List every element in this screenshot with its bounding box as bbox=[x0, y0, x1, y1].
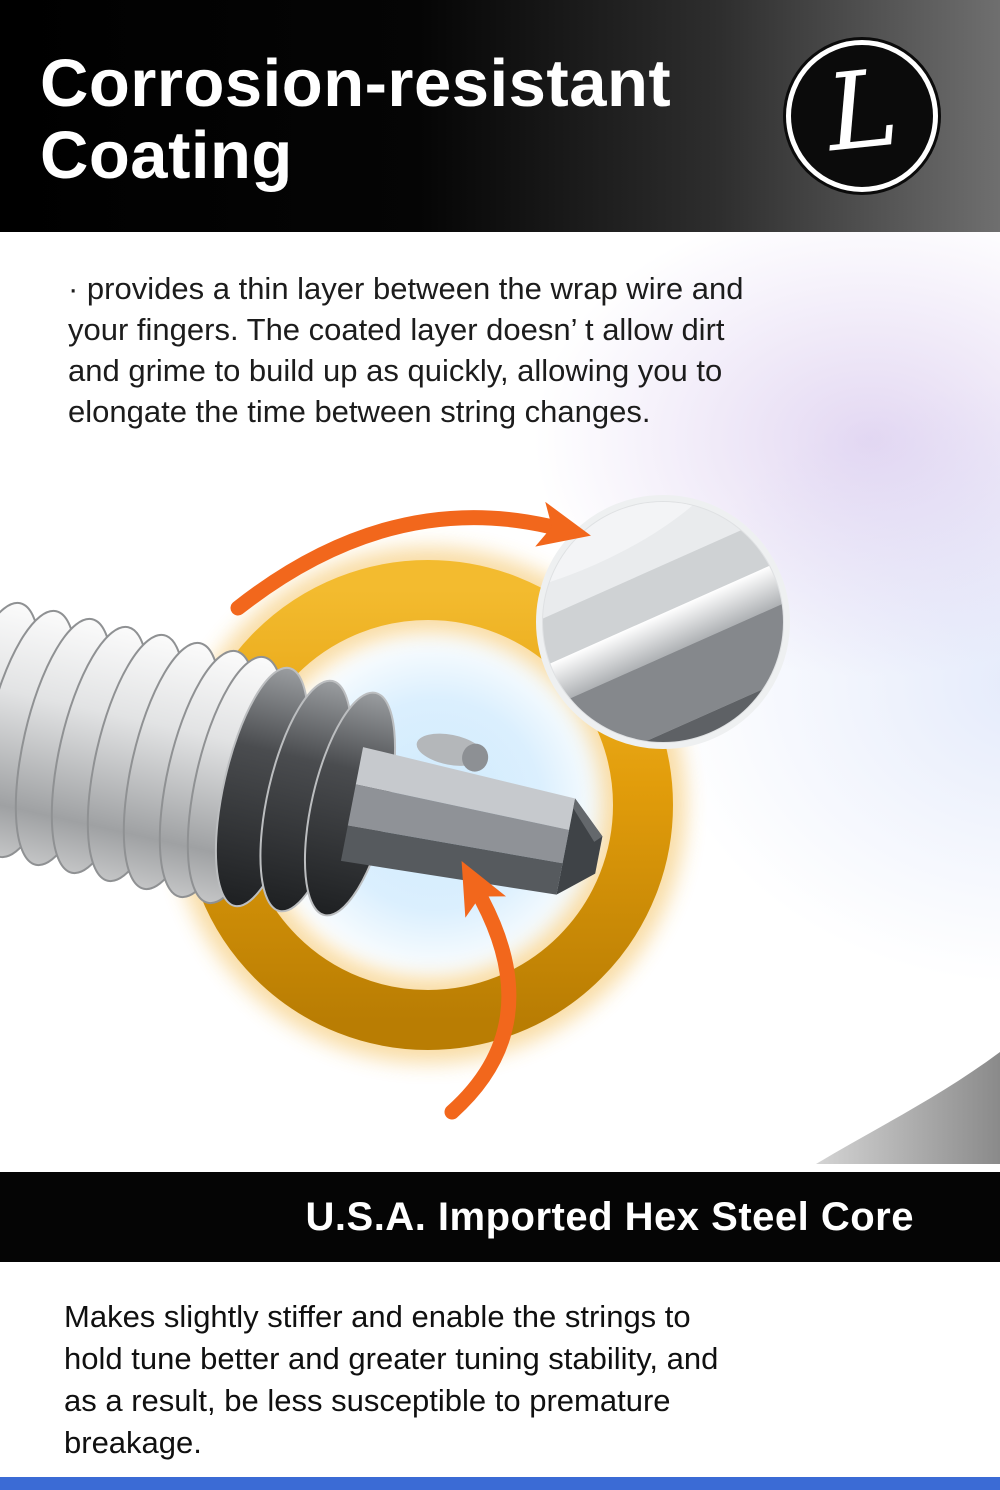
outro-line: as a result, be less susceptible to prem… bbox=[64, 1383, 671, 1418]
hex-core-banner: U.S.A. Imported Hex Steel Core bbox=[0, 1172, 1000, 1262]
outro-line: hold tune better and greater tuning stab… bbox=[64, 1341, 719, 1376]
intro-line: elongate the time between string changes… bbox=[68, 394, 651, 429]
title-line-1: Corrosion-resistant bbox=[40, 46, 672, 121]
outro-paragraph: Makes slightly stiffer and enable the st… bbox=[0, 1262, 1000, 1464]
coating-curved-arrow-icon bbox=[230, 501, 591, 616]
corner-swoosh bbox=[816, 1052, 1000, 1164]
intro-paragraph: · provides a thin layer between the wrap… bbox=[0, 232, 1000, 432]
dark-coating-wraps bbox=[214, 666, 397, 917]
string-illustration bbox=[0, 495, 1000, 1164]
header-banner: Corrosion-resistant Coating L bbox=[0, 0, 1000, 232]
title-line-2: Coating bbox=[40, 117, 293, 193]
hex-core-banner-label: U.S.A. Imported Hex Steel Core bbox=[305, 1194, 914, 1239]
annotation-arrows bbox=[230, 501, 591, 1120]
hex-steel-core bbox=[340, 733, 603, 895]
intro-line: and grime to build up as quickly, allowi… bbox=[68, 353, 723, 388]
outro-line: breakage. bbox=[64, 1425, 202, 1460]
main-content: · provides a thin layer between the wrap… bbox=[0, 232, 1000, 1172]
brand-logo: L bbox=[786, 40, 938, 192]
page-title: Corrosion-resistant Coating bbox=[40, 48, 671, 191]
bottom-accent-bar bbox=[0, 1477, 1000, 1490]
wound-string bbox=[0, 593, 286, 905]
brand-logo-letter-icon: L bbox=[820, 45, 904, 176]
intro-line: · provides a thin layer between the wrap… bbox=[68, 271, 744, 306]
core-curved-arrow-icon bbox=[444, 861, 517, 1120]
outro-line: Makes slightly stiffer and enable the st… bbox=[64, 1299, 691, 1334]
intro-line: your fingers. The coated layer doesn’ t … bbox=[68, 312, 725, 347]
